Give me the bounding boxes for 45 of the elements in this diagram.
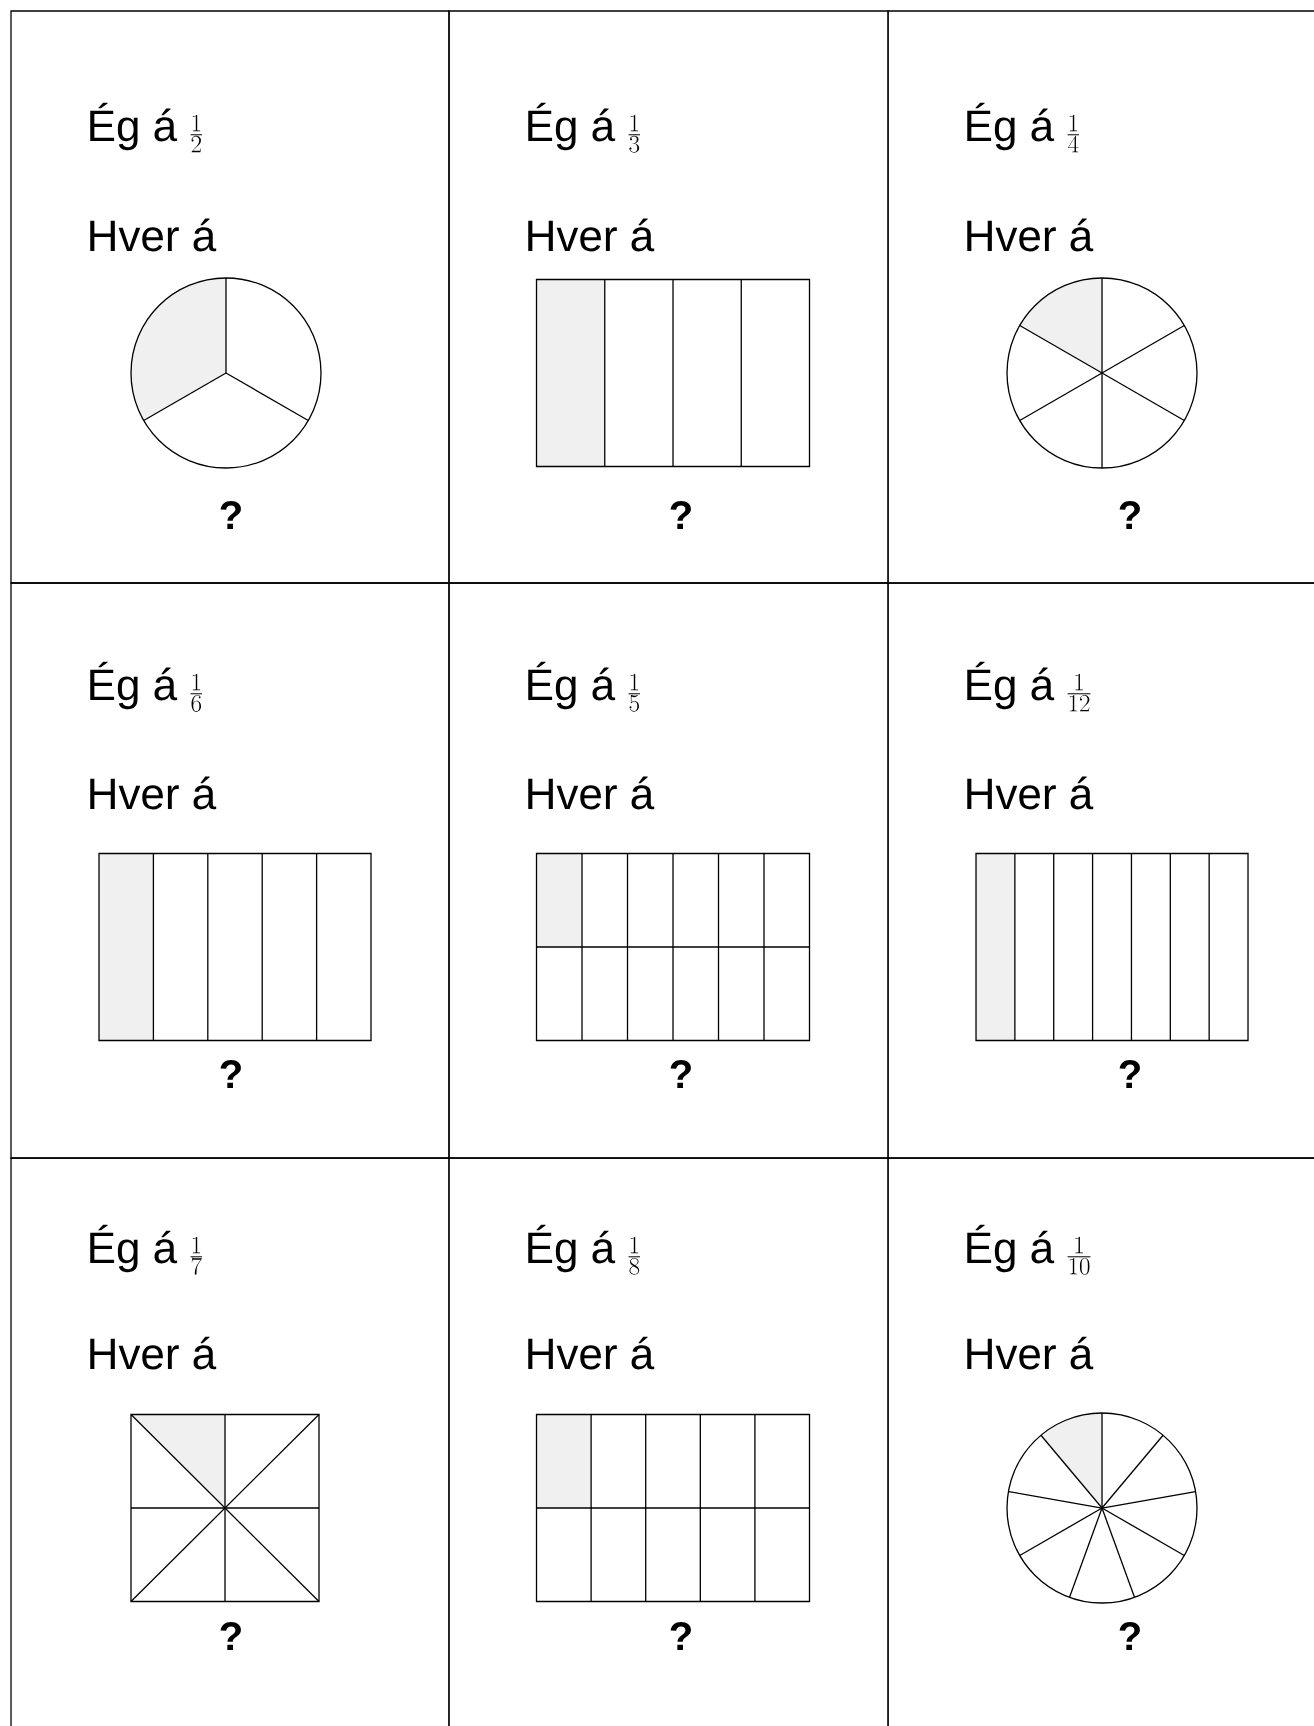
card bbox=[887, 1157, 1314, 1726]
question-mark: ? bbox=[670, 501, 691, 529]
statement-text: Ég á $\frac{1}{3}$ bbox=[528, 102, 640, 153]
fraction-square-drawing bbox=[130, 1413, 320, 1603]
question-mark: ? bbox=[220, 501, 241, 529]
fraction-circle-drawing bbox=[130, 277, 322, 469]
card bbox=[448, 582, 889, 1159]
question-text: Hver á bbox=[528, 776, 655, 810]
question-mark: ? bbox=[1119, 501, 1140, 529]
card bbox=[448, 1157, 889, 1726]
statement-text: Ég á $\frac{1}{12}$ bbox=[967, 661, 1091, 712]
statement-text: Ég á $\frac{1}{8}$ bbox=[528, 1224, 640, 1275]
question-mark: ? bbox=[220, 1622, 241, 1650]
card bbox=[10, 10, 450, 584]
question-text: Hver á bbox=[967, 218, 1094, 252]
card bbox=[887, 10, 1314, 584]
question-text: Hver á bbox=[90, 1336, 217, 1370]
question-text: Hver á bbox=[528, 1336, 655, 1370]
question-text: Hver á bbox=[967, 776, 1094, 810]
question-text: Hver á bbox=[90, 218, 217, 252]
fraction-circle-drawing bbox=[1006, 1412, 1198, 1604]
question-text: Hver á bbox=[528, 218, 655, 252]
question-text: Hver á bbox=[967, 1336, 1094, 1370]
card bbox=[10, 582, 450, 1159]
card bbox=[10, 1157, 450, 1726]
card bbox=[448, 10, 889, 584]
statement-text: Ég á $\frac{1}{2}$ bbox=[90, 102, 202, 153]
fraction-grid-drawing bbox=[535, 278, 811, 468]
statement-text: Ég á $\frac{1}{7}$ bbox=[90, 1224, 202, 1275]
fraction-grid-drawing bbox=[975, 852, 1249, 1042]
fraction-grid-drawing bbox=[98, 852, 372, 1042]
fraction-circle-drawing bbox=[1006, 277, 1198, 469]
question-mark: ? bbox=[670, 1622, 691, 1650]
fraction-grid-drawing bbox=[535, 1413, 811, 1603]
statement-text: Ég á $\frac{1}{6}$ bbox=[90, 661, 202, 712]
statement-text: Ég á $\frac{1}{4}$ bbox=[967, 102, 1079, 153]
question-text: Hver á bbox=[90, 776, 217, 810]
fraction-grid-drawing bbox=[535, 852, 811, 1042]
question-mark: ? bbox=[220, 1060, 241, 1088]
statement-text: Ég á $\frac{1}{5}$ bbox=[528, 661, 640, 712]
question-mark: ? bbox=[1119, 1060, 1140, 1088]
question-mark: ? bbox=[670, 1060, 691, 1088]
card bbox=[887, 582, 1314, 1159]
question-mark: ? bbox=[1119, 1622, 1140, 1650]
statement-text: Ég á $\frac{1}{10}$ bbox=[967, 1224, 1091, 1275]
